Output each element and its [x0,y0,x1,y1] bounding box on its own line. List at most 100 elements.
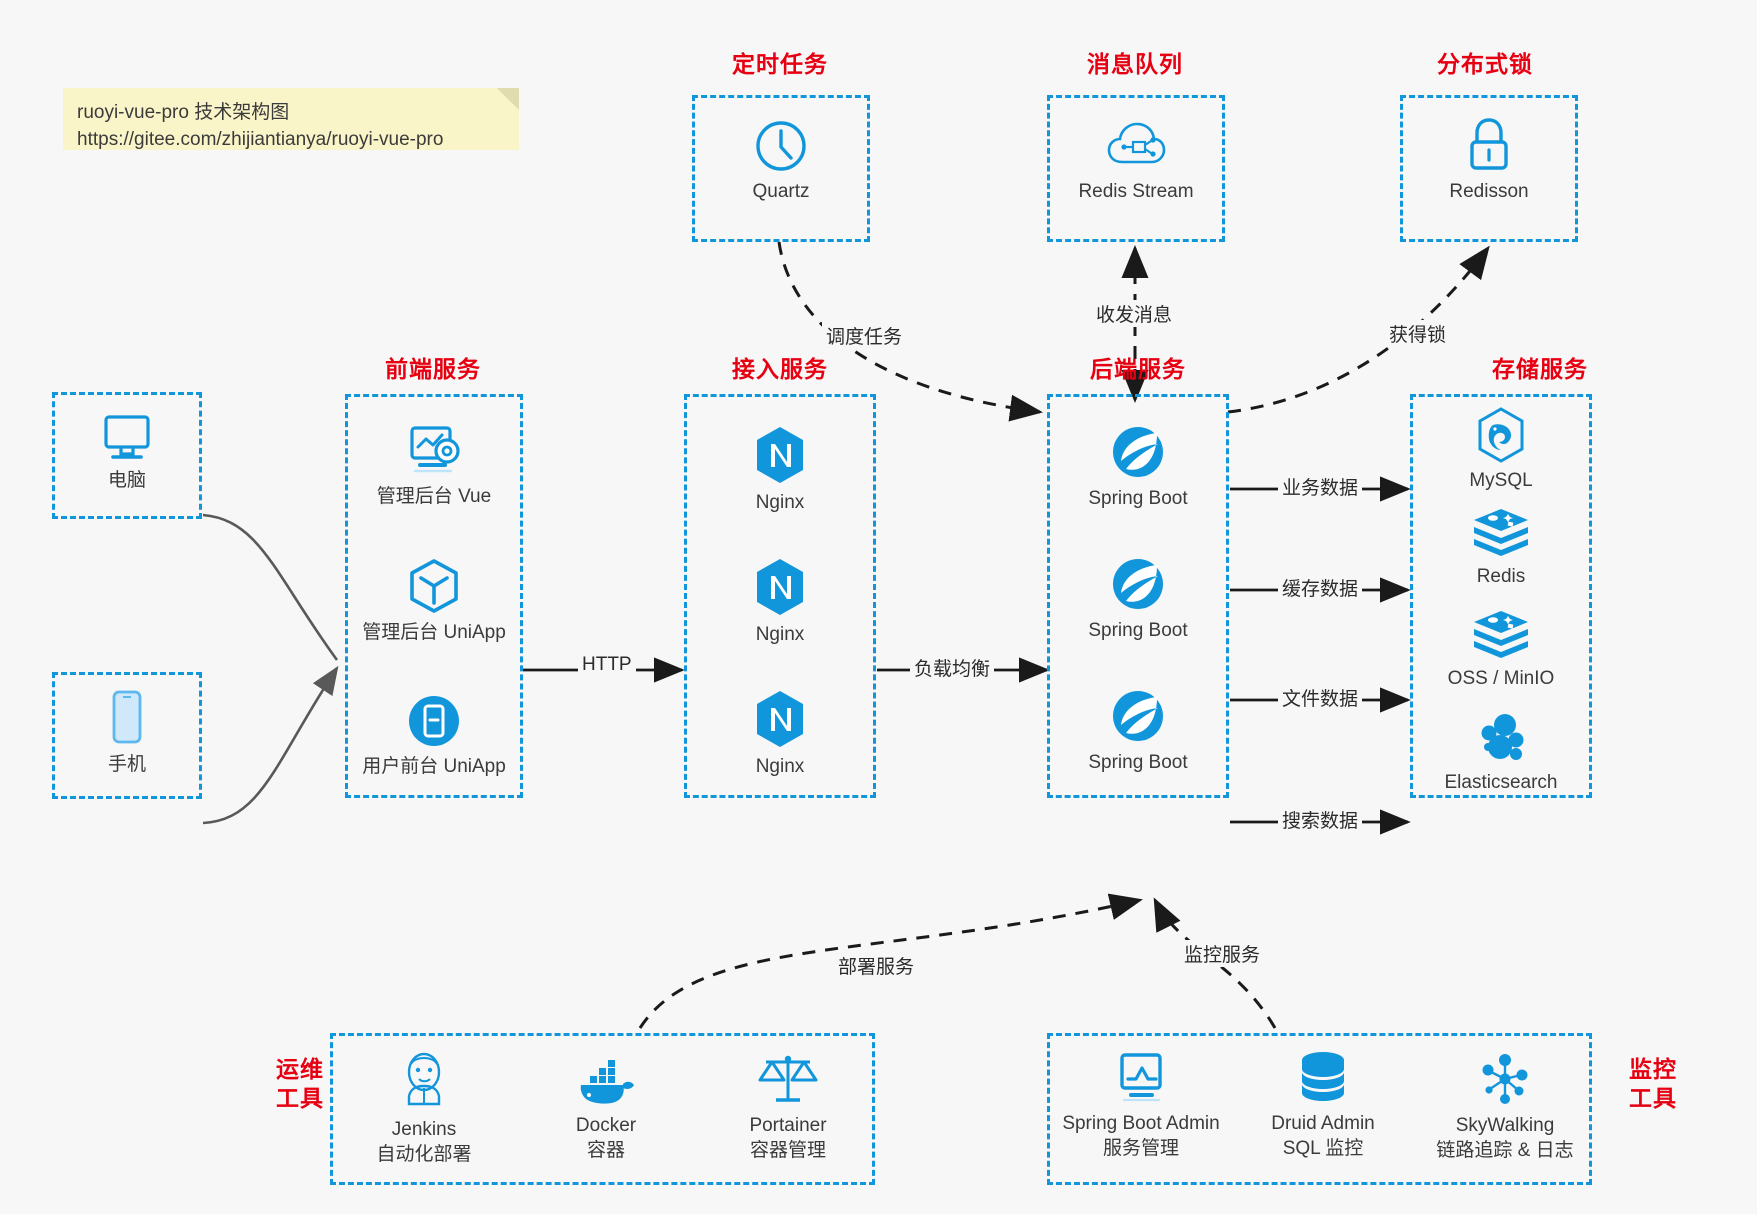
object-storage-icon [1413,609,1589,661]
cloud-network-icon [1050,118,1222,174]
node-mobile[interactable]: 手机 [55,689,199,778]
box-scheduled-task[interactable]: Quartz [692,95,870,242]
scales-icon [697,1050,879,1108]
info-note: ruoyi-vue-pro 技术架构图 https://gitee.com/zh… [63,88,519,150]
node-skywalking[interactable]: SkyWalking 链路追踪 & 日志 [1414,1050,1596,1163]
nginx-icon [687,557,873,617]
node-label: 管理后台 UniApp [362,622,506,643]
node-user-uniapp[interactable]: 用户前台 UniApp [348,693,520,780]
node-label: 管理后台 Vue [376,486,492,507]
box-distributed-lock[interactable]: Redisson [1400,95,1578,242]
skywalking-node-icon [1414,1050,1596,1108]
note-fold-corner [497,88,519,110]
node-label: Nginx [755,624,805,645]
node-docker[interactable]: Docker 容器 [515,1058,697,1163]
node-druid-admin[interactable]: Druid Admin SQL 监控 [1232,1050,1414,1161]
group-title-frontend: 前端服务 [385,356,481,382]
node-sublabel: SQL 监控 [1282,1137,1364,1159]
node-spring-boot-1[interactable]: Spring Boot [1050,423,1226,512]
spring-boot-icon [1050,687,1226,745]
note-title: ruoyi-vue-pro 技术架构图 [77,102,290,123]
node-label: Spring Boot [1088,488,1188,509]
node-label: Quartz [752,181,810,202]
node-label: 电脑 [107,470,146,491]
node-label: Redis [1476,566,1526,587]
edge-label-search-data: 搜索数据 [1278,806,1363,833]
node-mysql[interactable]: MySQL [1413,407,1589,494]
edge-label-acquire-lock: 获得锁 [1385,320,1451,347]
group-title-message-queue: 消息队列 [1087,51,1183,77]
node-nginx-3[interactable]: Nginx [687,689,873,780]
mysql-dolphin-icon [1413,407,1589,463]
node-label: Spring Boot Admin [1062,1113,1220,1134]
node-spring-boot-2[interactable]: Spring Boot [1050,555,1226,644]
node-label: Druid Admin [1271,1113,1375,1134]
node-admin-vue[interactable]: 管理后台 Vue [348,423,520,510]
node-admin-uniapp[interactable]: 管理后台 UniApp [348,557,520,646]
box-client-desktop[interactable]: 电脑 [52,392,202,519]
devops-title-line1: 运维 [276,1056,324,1082]
spring-boot-icon [1050,555,1226,613]
box-frontend-service[interactable]: 管理后台 Vue 管理后台 UniApp 用户前台 UniApp [345,394,523,798]
node-nginx-1[interactable]: Nginx [687,425,873,516]
box-client-mobile[interactable]: 手机 [52,672,202,799]
node-sublabel: 容器 [586,1139,625,1161]
node-quartz[interactable]: Quartz [695,118,867,205]
group-title-storage: 存储服务 [1492,356,1588,382]
node-label: SkyWalking [1455,1115,1555,1136]
node-label: Spring Boot [1088,752,1188,773]
node-portainer[interactable]: Portainer 容器管理 [697,1050,879,1163]
node-oss-minio[interactable]: OSS / MinIO [1413,609,1589,692]
edge-label-file-data: 文件数据 [1278,684,1363,711]
node-label: MySQL [1469,470,1533,491]
node-label: Docker [575,1115,637,1136]
edge-label-cache-data: 缓存数据 [1278,574,1363,601]
box-monitoring-tools[interactable]: Spring Boot Admin 服务管理 Druid Admin SQL 监… [1047,1033,1592,1185]
database-icon [1232,1050,1414,1106]
box-message-queue[interactable]: Redis Stream [1047,95,1225,242]
monitoring-title-line2: 工具 [1629,1085,1677,1112]
lock-icon [1403,116,1575,174]
node-redis[interactable]: Redis [1413,507,1589,590]
node-spring-boot-admin[interactable]: Spring Boot Admin 服务管理 [1050,1050,1232,1161]
elasticsearch-icon [1413,709,1589,765]
group-title-backend: 后端服务 [1090,356,1186,382]
node-label: Portainer [749,1115,827,1136]
node-label: Elasticsearch [1444,772,1558,793]
box-backend-service[interactable]: Spring Boot Spring Boot Spring Boot [1047,394,1229,798]
node-label: Jenkins [391,1119,457,1140]
docker-whale-icon [515,1058,697,1108]
edge-label-business-data: 业务数据 [1278,473,1363,500]
monitor-chart-icon [1050,1050,1232,1106]
monitoring-title-line1: 监控 [1629,1056,1677,1082]
edge-label-http: HTTP [578,654,636,676]
group-title-devops: 运维 工具 [255,1055,345,1114]
note-url: https://gitee.com/zhijiantianya/ruoyi-vu… [77,128,444,150]
jenkins-butler-icon [333,1050,515,1112]
group-title-scheduled-task: 定时任务 [732,51,828,77]
node-label: 手机 [107,754,146,775]
node-label: 用户前台 UniApp [362,756,506,777]
node-redis-stream[interactable]: Redis Stream [1050,118,1222,205]
node-spring-boot-3[interactable]: Spring Boot [1050,687,1226,776]
mobile-phone-icon [55,689,199,747]
node-redisson[interactable]: Redisson [1403,116,1575,205]
node-label: Spring Boot [1088,620,1188,641]
node-sublabel: 链路追踪 & 日志 [1436,1139,1574,1161]
box-gateway-service[interactable]: Nginx Nginx Nginx [684,394,876,798]
mobile-app-icon [348,693,520,749]
group-title-distributed-lock: 分布式锁 [1437,51,1533,77]
node-jenkins[interactable]: Jenkins 自动化部署 [333,1050,515,1167]
spring-boot-icon [1050,423,1226,481]
dashboard-gear-icon [348,423,520,479]
edge-label-send-receive-message: 收发消息 [1092,300,1177,327]
node-elasticsearch[interactable]: Elasticsearch [1413,709,1589,796]
node-label: Redisson [1449,181,1529,202]
node-nginx-2[interactable]: Nginx [687,557,873,648]
box-devops-tools[interactable]: Jenkins 自动化部署 Docker 容器 [330,1033,875,1185]
nginx-icon [687,425,873,485]
box-storage-service[interactable]: MySQL Redis [1410,394,1592,798]
node-label: OSS / MinIO [1447,668,1555,689]
node-desktop[interactable]: 电脑 [55,411,199,494]
